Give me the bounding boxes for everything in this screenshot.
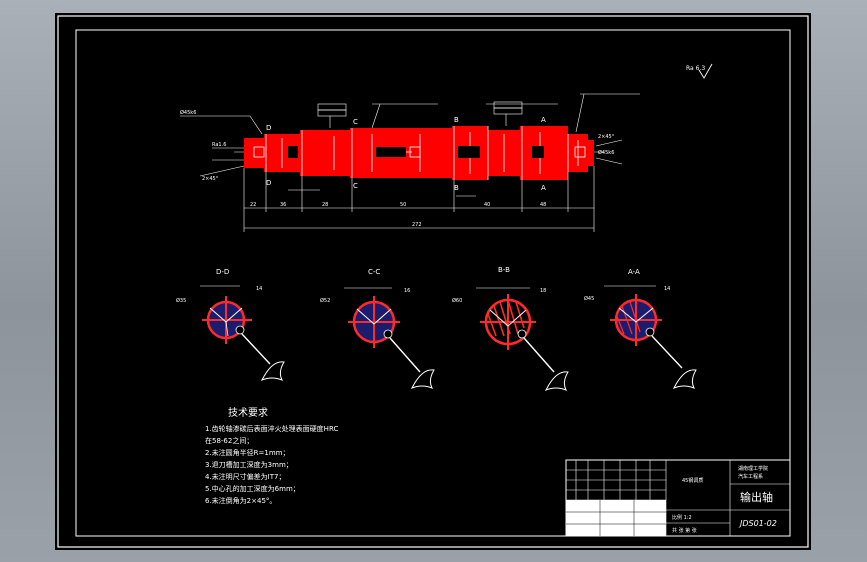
outer-frame (57, 15, 809, 548)
material-label: 45钢调质 (682, 477, 703, 484)
section-a-dim-left: Ø45 (584, 295, 594, 302)
right-note-2: Ø45k6 (598, 149, 614, 156)
right-note-1: 2×45° (598, 134, 615, 140)
overall-length: 272 (412, 222, 422, 228)
section-d-title: D-D (216, 268, 229, 276)
seg-len-4: 50 (400, 202, 406, 208)
roughness-text: Ra 6.3 (686, 65, 705, 72)
tech-line-3: 2.未注圆角半径R=1mm； (205, 448, 290, 457)
inner-frame (75, 29, 791, 537)
seg-len-6: 48 (540, 202, 546, 208)
seg-len-1: 22 (250, 202, 256, 208)
drawing-code: JDS01-02 (738, 519, 777, 528)
marker-c-bottom: C (353, 182, 358, 190)
marker-d-top: D (266, 124, 271, 132)
seg-len-2: 36 (280, 202, 286, 208)
shaft-main-view: D D C C B B A A (180, 93, 640, 232)
title-block: 45钢调质 湖南理工学院 汽车工程系 输出轴 JDS01-02 比例 1:2 共… (565, 459, 791, 537)
section-b-dim-left: Ø60 (452, 297, 462, 304)
tech-line-6: 5.中心孔的加工深度为6mm； (205, 484, 300, 493)
marker-a-bottom: A (541, 184, 546, 192)
left-note-1: Ø45k6 (180, 109, 196, 116)
left-note-2: Ra1.6 (212, 142, 226, 148)
section-b-b: B-B Ø60 18 (452, 266, 569, 391)
tech-requirements: 技术要求 1.齿轮轴渗碳后表面淬火处理表面硬度HRC 在58-62之间； 2.未… (205, 406, 338, 505)
section-d-d: D-D Ø35 14 (176, 268, 285, 381)
keyway-slots (288, 146, 544, 158)
marker-d-bottom: D (266, 179, 271, 187)
sheet-text: 共 张 第 张 (672, 527, 697, 534)
tech-line-4: 3.退刀槽加工深度为3mm； (205, 460, 293, 469)
shaft-detail-lines (253, 126, 586, 180)
section-markers: D D C C B B A A (266, 116, 546, 192)
roughness-note: Ra 6.3 (686, 63, 713, 79)
left-note-3: 2×45° (202, 176, 219, 182)
marker-a-top: A (541, 116, 546, 124)
school-line-1: 湖南理工学院 (738, 465, 768, 472)
section-d-dim-right: 14 (256, 286, 262, 292)
section-c-c: C-C Ø52 16 (320, 268, 435, 389)
school-name: 湖南理工学院 汽车工程系 (738, 465, 770, 480)
marker-b-top: B (454, 116, 459, 124)
tech-heading: 技术要求 (228, 406, 268, 419)
section-a-title: A-A (628, 268, 640, 276)
tolerance-leaders (180, 93, 640, 177)
drawing-sheet (55, 13, 811, 550)
section-a-a: A-A Ø45 14 (584, 268, 697, 389)
section-views: D-D Ø35 14 C-C Ø52 16 (176, 266, 697, 391)
section-b-title: B-B (498, 266, 510, 274)
tolerance-notes: Ø45k6 Ra1.6 2×45° 2×45° Ø45k6 (180, 109, 615, 182)
scale-text: 比例 1:2 (672, 514, 692, 521)
tech-line-5: 4.未注明尺寸偏差为IT7； (205, 472, 285, 481)
tech-line-7: 6.未注倒角为2×45°。 (205, 496, 276, 505)
marker-b-bottom: B (454, 184, 459, 192)
section-b-dim-right: 18 (540, 288, 546, 294)
seg-len-3: 28 (322, 202, 328, 208)
dimension-values: 272 22 36 28 50 40 48 (250, 202, 546, 228)
section-c-dim-right: 16 (404, 288, 410, 294)
school-line-2: 汽车工程系 (738, 473, 763, 480)
section-c-title: C-C (368, 268, 380, 276)
tech-line-2: 在58-62之间； (205, 436, 253, 445)
drawing-name: 输出轴 (740, 490, 773, 504)
section-a-dim-right: 14 (664, 286, 670, 292)
marker-c-top: C (353, 118, 358, 126)
section-c-dim-left: Ø52 (320, 297, 330, 304)
section-d-dim-left: Ø35 (176, 297, 186, 304)
tech-line-1: 1.齿轮轴渗碳后表面淬火处理表面硬度HRC (205, 424, 338, 433)
seg-len-5: 40 (484, 202, 490, 208)
dimension-lines (243, 166, 595, 232)
